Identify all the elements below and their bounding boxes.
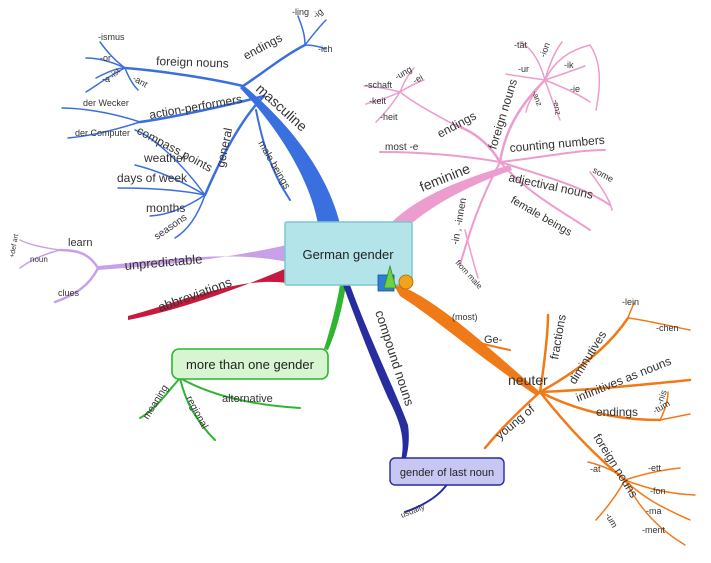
feminine-foreign-anz[interactable]: -anz — [530, 90, 544, 108]
feminine-ending-schaft[interactable]: -schaft — [365, 80, 393, 90]
unpredictable-learn[interactable]: learn — [68, 237, 92, 249]
feminine-ending-ung[interactable]: -ung — [393, 64, 414, 82]
compound-box-label: gender of last noun — [400, 467, 494, 479]
feminine-foreign-ik[interactable]: -ik — [564, 60, 574, 70]
shapes-icon — [377, 264, 414, 292]
masculine-weather[interactable]: weather — [143, 151, 187, 165]
more-than-one-meaning[interactable]: meaning — [141, 383, 171, 421]
masculine-compass-points[interactable]: compass points — [135, 123, 215, 175]
neuter-nis[interactable]: -nis — [654, 388, 669, 406]
neuter-young-of[interactable]: young of — [493, 402, 538, 443]
feminine-subbranches — [363, 41, 613, 279]
masculine-foreign-ant[interactable]: -ant — [131, 73, 150, 90]
neuter-labels: neuter Ge- (most) fractions diminutives … — [452, 297, 679, 535]
more-than-one-regional[interactable]: regional — [183, 394, 209, 431]
masculine-foreign-label[interactable]: foreign nouns — [156, 54, 229, 71]
feminine-main-branch[interactable] — [392, 165, 512, 232]
neuter-foreign-ett[interactable]: -ett — [648, 463, 662, 473]
neuter-foreign-ment[interactable]: -ment — [642, 525, 666, 535]
neuter-foreign-at[interactable]: -at — [590, 464, 601, 474]
unpredictable-label[interactable]: unpredictable — [124, 251, 203, 273]
feminine-counting-numbers[interactable]: counting numbers — [509, 133, 605, 155]
feminine-in-innen[interactable]: -in , -innen — [450, 197, 469, 245]
abbreviations-label[interactable]: abbreviations — [156, 274, 234, 315]
feminine-ending-heit[interactable]: -heit — [380, 112, 398, 122]
neuter-label[interactable]: neuter — [508, 372, 548, 388]
feminine-most-e[interactable]: most -e — [385, 142, 419, 153]
masculine-main-branch[interactable] — [240, 85, 340, 224]
feminine-foreign-ion[interactable]: -ion — [537, 41, 552, 59]
neuter-diminutives[interactable]: diminutives — [566, 328, 610, 386]
feminine-female-beings[interactable]: female beings — [509, 194, 575, 239]
neuter-foreign-fon[interactable]: -fon — [650, 486, 666, 496]
feminine-foreign-ur[interactable]: -ur — [518, 64, 529, 74]
unpredictable-main-branch[interactable] — [98, 245, 287, 270]
feminine-endings-label[interactable]: endings — [435, 109, 479, 141]
masculine-foreign-ismus[interactable]: -ismus — [98, 32, 125, 42]
unpredictable-subbranches — [19, 239, 100, 304]
neuter-endings[interactable]: endings — [596, 405, 638, 419]
neuter-foreign-um[interactable]: -um — [603, 511, 619, 529]
unpredictable-clues[interactable]: clues — [58, 288, 80, 298]
feminine-some[interactable]: some — [591, 165, 615, 184]
more-than-one-alternative[interactable]: alternative — [222, 393, 273, 405]
center-node[interactable]: German gender — [284, 221, 414, 292]
center-box[interactable] — [284, 221, 413, 286]
masculine-endings-label[interactable]: endings — [241, 31, 285, 63]
masculine-action-computer[interactable]: der Computer — [75, 128, 130, 138]
more-than-one-label: more than one gender — [186, 357, 315, 372]
compound-box[interactable] — [389, 457, 505, 486]
masculine-foreign-or[interactable]: -or — [100, 53, 111, 63]
more-than-one-box[interactable] — [171, 348, 329, 380]
unpredictable-labels: unpredictable learn +def art noun clues … — [9, 234, 234, 315]
neuter-lein[interactable]: -lein — [622, 297, 639, 307]
feminine-foreign-enz[interactable]: -enz — [551, 99, 563, 116]
abbreviations-main-branch[interactable] — [128, 268, 287, 320]
neuter-subbranches — [454, 302, 696, 546]
more-than-one-main-branch[interactable] — [324, 285, 346, 350]
masculine-seasons[interactable]: seasons — [152, 212, 189, 242]
masculine-months[interactable]: months — [146, 201, 185, 215]
neuter-foreign-ma[interactable]: -ma — [646, 506, 662, 516]
main-branches — [98, 85, 540, 462]
masculine-days-of-week[interactable]: days of week — [117, 171, 188, 185]
masculine-foreign-a[interactable]: -a — [102, 74, 110, 84]
compound-usually[interactable]: usually — [399, 502, 425, 520]
masculine-subbranches — [61, 15, 327, 239]
more-than-one-node[interactable]: more than one gender meaning regional al… — [141, 348, 329, 431]
neuter-main-branch[interactable] — [392, 282, 540, 396]
masculine-ending-ich[interactable]: -ich — [318, 44, 333, 54]
neuter-ge[interactable]: Ge- — [484, 334, 503, 346]
unpredictable-noun[interactable]: noun — [30, 255, 48, 264]
neuter-chen[interactable]: -chen — [656, 323, 679, 333]
masculine-ending-ling[interactable]: -ling — [292, 7, 309, 17]
masculine-labels: masculine endings -ling -ig -ich foreign… — [75, 6, 333, 242]
unpredictable-def-art[interactable]: +def art — [9, 234, 20, 259]
more-than-one-subbranches — [139, 377, 301, 441]
masculine-action-label[interactable]: action-performers — [148, 92, 243, 122]
neuter-fractions[interactable]: fractions — [547, 313, 569, 360]
feminine-ending-keit[interactable]: -keit — [369, 96, 387, 106]
neuter-most[interactable]: (most) — [452, 312, 478, 322]
feminine-ending-ei[interactable]: -ei — [411, 72, 425, 86]
masculine-general-label[interactable]: general — [213, 127, 235, 169]
compound-subbranches — [404, 482, 449, 513]
feminine-foreign-ie[interactable]: -ie — [570, 84, 580, 94]
masculine-ending-ig[interactable]: -ig — [311, 6, 325, 20]
center-label: German gender — [302, 247, 394, 262]
feminine-from-male[interactable]: from male — [454, 258, 485, 291]
feminine-foreign-tat[interactable]: -tät — [514, 40, 528, 50]
masculine-action-wecker[interactable]: der Wecker — [83, 98, 129, 108]
